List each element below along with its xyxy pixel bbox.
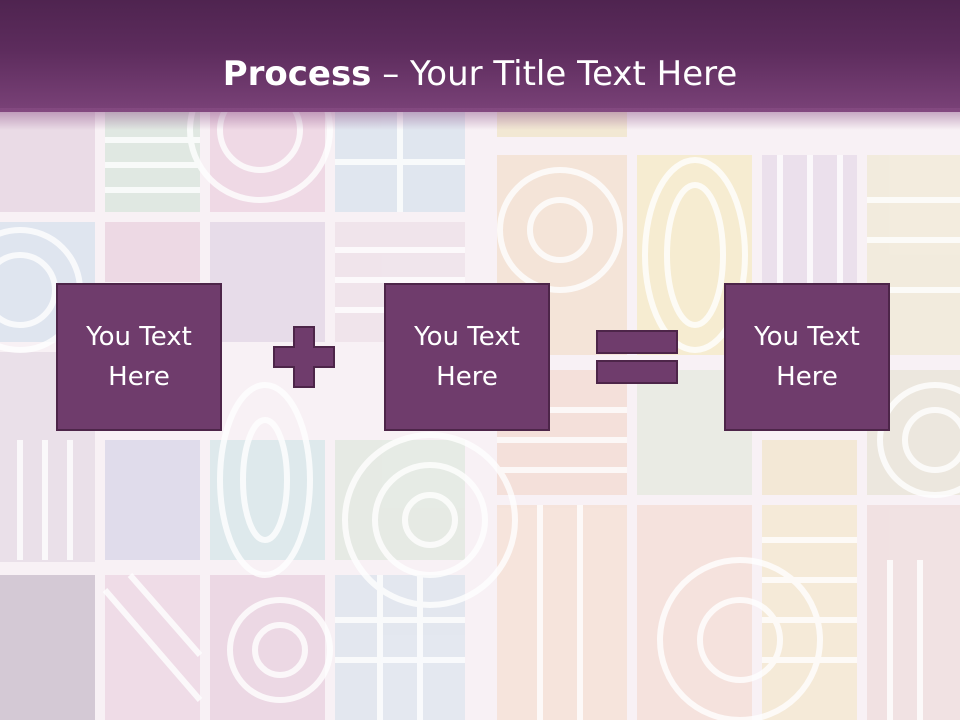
- process-box-1[interactable]: You Text Here: [56, 283, 222, 431]
- equals-icon: [596, 330, 678, 384]
- title-bar: [0, 0, 960, 112]
- process-box-3-label: You Text Here: [754, 322, 860, 392]
- process-box-2-label: You Text Here: [414, 322, 520, 392]
- title-bar-shadow: [0, 108, 960, 130]
- slide-title-rest: – Your Title Text Here: [371, 54, 738, 94]
- plus-icon: [273, 326, 335, 388]
- slide-title[interactable]: Process – Your Title Text Here: [0, 48, 960, 100]
- process-box-3[interactable]: You Text Here: [724, 283, 890, 431]
- slide-title-bold: Process: [222, 54, 372, 94]
- process-box-2[interactable]: You Text Here: [384, 283, 550, 431]
- process-box-1-label: You Text Here: [86, 322, 192, 392]
